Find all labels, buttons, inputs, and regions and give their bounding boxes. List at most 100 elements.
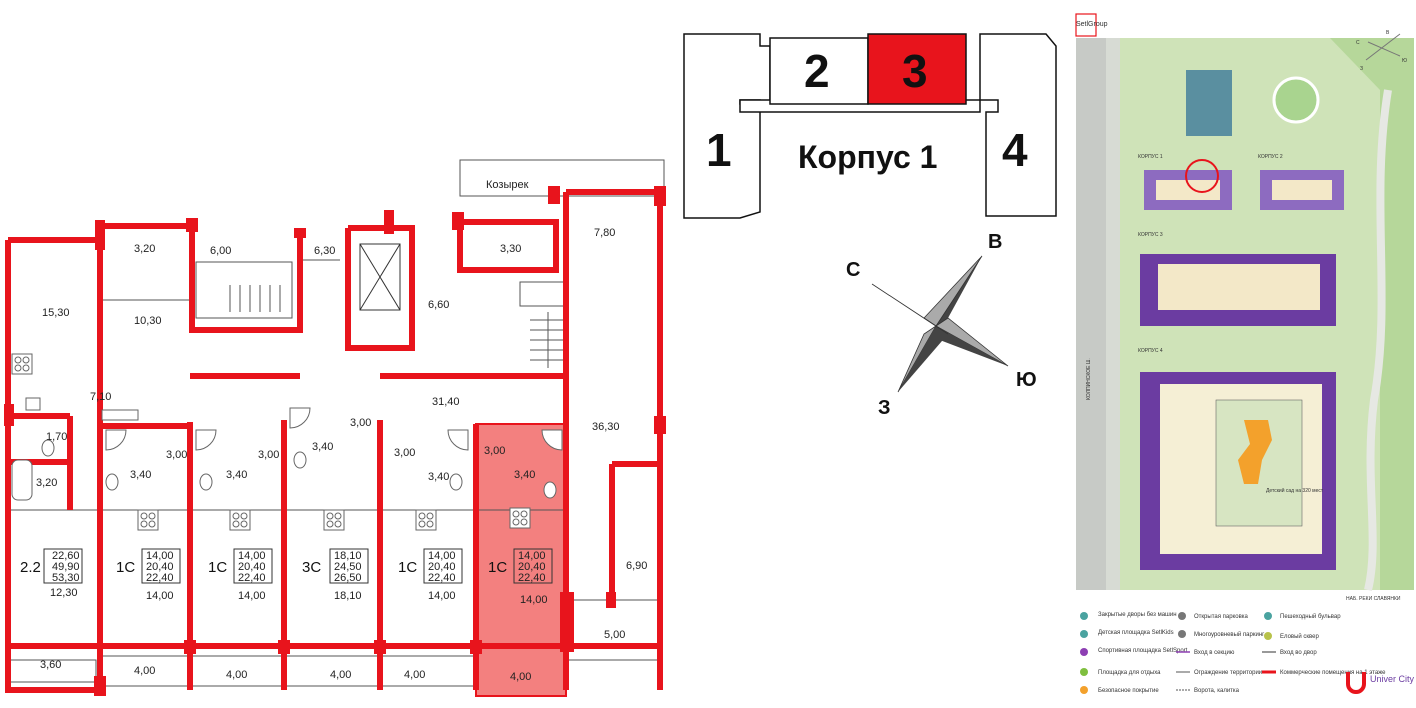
legend-item: Ограждение территории — [1194, 670, 1262, 676]
room-area: 3,20 — [134, 243, 155, 255]
mini-compass: С В Ю З — [1356, 30, 1407, 72]
room-area: 14,00 — [238, 590, 266, 602]
section-3-selected[interactable] — [867, 33, 967, 105]
room-area: 14,00 — [520, 594, 548, 606]
room-area: 6,30 — [314, 245, 335, 257]
kindergarten-label: Детский сад на 320 мест — [1266, 487, 1324, 494]
hall-area: 3,00 — [484, 445, 505, 457]
unit-area-total: 49,90 — [52, 561, 80, 573]
balcony-area: 4,00 — [404, 669, 425, 681]
bath-area: 3,40 — [428, 471, 449, 483]
legend-item: Площадка для отдыха — [1098, 670, 1161, 676]
site-plan: SetlGroup КОРПУС 1 КОРПУС 2 КОРПУС 3 КОР… — [1075, 13, 1414, 602]
street-label: КОЛПИНСКОЕ Ш. — [1086, 358, 1092, 400]
legend-item: Ворота, калитка — [1194, 688, 1240, 694]
bath-area: 3,40 — [130, 469, 151, 481]
korpus-label: КОРПУС 3 — [1138, 232, 1163, 238]
unit-area-with-balcony: 53,30 — [52, 572, 80, 584]
bath-area: 3,40 — [514, 469, 535, 481]
unit-type: 1С — [488, 559, 507, 576]
korpus-label: КОРПУС 4 — [1138, 348, 1163, 354]
room-area: 6,00 — [210, 245, 231, 257]
room-area: 3,60 — [40, 659, 61, 671]
mini-compass-east: В — [1386, 30, 1390, 36]
unit-area-with-balcony: 26,50 — [334, 572, 362, 584]
unit-area-total: 20,40 — [518, 561, 546, 573]
compass-north: С — [846, 259, 860, 281]
unit-area-total: 20,40 — [428, 561, 456, 573]
section-number: 4 — [1002, 124, 1028, 176]
room-area: 1,70 — [46, 431, 67, 443]
room-area: 12,30 — [50, 587, 78, 599]
hall-area: 3,00 — [394, 447, 415, 459]
legend-item: Пешеходный бульвар — [1280, 613, 1341, 620]
room-area: 14,00 — [146, 590, 174, 602]
section-number: 2 — [804, 45, 830, 97]
compass-west: З — [878, 397, 891, 419]
legend-item: Детская площадка SetlKids — [1098, 630, 1174, 636]
unit-area-living: 14,00 — [428, 550, 456, 562]
bath-area: 3,40 — [312, 441, 333, 453]
section-number: 1 — [706, 124, 732, 176]
unit-area-with-balcony: 22,40 — [238, 572, 266, 584]
section-2[interactable] — [769, 37, 869, 105]
room-area: 14,00 — [428, 590, 456, 602]
unit-area-with-balcony: 22,40 — [428, 572, 456, 584]
room-area: 3,30 — [500, 243, 521, 255]
legend-item: Спортивная площадка SetlSport — [1098, 648, 1188, 654]
unit-area-with-balcony: 22,40 — [146, 572, 174, 584]
room-area: 6,60 — [428, 299, 449, 311]
room-area: 6,90 — [626, 560, 647, 572]
legend-item: Безопасное покрытие — [1098, 688, 1159, 694]
legend-item: Вход во двор — [1280, 650, 1317, 656]
unit-type: 1С — [116, 559, 135, 576]
canopy-label: Козырек — [486, 179, 529, 191]
compass-south: Ю — [1016, 369, 1037, 391]
balcony-area: 4,00 — [330, 669, 351, 681]
unit-area-living: 22,60 — [52, 550, 80, 562]
korpus-label: КОРПУС 1 — [1138, 154, 1163, 160]
mini-compass-north: С — [1356, 40, 1360, 46]
section-number: 3 — [902, 45, 928, 97]
apartment-unit-selected[interactable]: 3,00 3,40 1С 14,00 20,40 22,40 14,00 4,0… — [484, 445, 553, 683]
floor-plan: Козырек 3,20 6,00 6,30 3,30 7,80 15,30 1… — [4, 159, 666, 697]
unit-area-living: 18,10 — [334, 550, 362, 562]
apartment-unit[interactable]: 2.2 22,60 49,90 53,30 — [20, 548, 83, 584]
legend-item: Многоуровневый паркинг — [1194, 631, 1265, 638]
room-area: 10,30 — [134, 315, 162, 327]
room-area: 3,20 — [36, 477, 57, 489]
unit-area-total: 20,40 — [146, 561, 174, 573]
legend-item: Еловый сквер — [1280, 633, 1320, 640]
hall-area: 3,00 — [350, 417, 371, 429]
apartment-unit[interactable]: 3,00 3,40 1С 14,00 20,40 22,40 14,00 4,0… — [208, 449, 279, 681]
site-legend: Закрытые дворы без машин Детская площадк… — [1080, 612, 1386, 694]
korpus-title: Корпус 1 — [798, 139, 937, 175]
legend-item: Открытая парковка — [1194, 614, 1249, 620]
apartment-unit[interactable]: 3,00 3,40 1С 14,00 20,40 22,40 14,00 4,0… — [394, 447, 463, 681]
unit-area-total: 20,40 — [238, 561, 266, 573]
legend-item: Коммерческие помещения на 1 этаже — [1280, 670, 1386, 676]
room-area: 7,80 — [594, 227, 615, 239]
korpus-label: КОРПУС 2 — [1258, 154, 1283, 160]
bath-area: 3,40 — [226, 469, 247, 481]
embankment-label: НАБ. РЕКИ СЛАВЯНКИ — [1346, 596, 1401, 602]
room-area: 36,30 — [592, 421, 620, 433]
logo-text: Univer City — [1370, 674, 1415, 684]
room-area: 31,40 — [432, 396, 460, 408]
legend-item: Вход в секцию — [1194, 650, 1235, 656]
room-area: 7,10 — [90, 391, 111, 403]
apartment-unit[interactable]: 3,00 3,40 3С 18,10 24,50 26,50 18,10 4,0… — [302, 417, 371, 681]
room-area: 18,10 — [334, 590, 362, 602]
univer-city-logo: Univer City — [1346, 672, 1415, 694]
compass-east: В — [988, 231, 1002, 253]
unit-area-living: 14,00 — [146, 550, 174, 562]
building-key: 1 2 3 4 Корпус 1 — [683, 33, 1057, 219]
balcony-area: 4,00 — [510, 671, 531, 683]
balcony-area: 4,00 — [226, 669, 247, 681]
unit-type: 1С — [398, 559, 417, 576]
unit-area-total: 24,50 — [334, 561, 362, 573]
apartment-unit[interactable]: 3,00 3,40 1С 14,00 20,40 22,40 14,00 4,0… — [116, 449, 187, 677]
balcony-area: 4,00 — [134, 665, 155, 677]
unit-type: 1С — [208, 559, 227, 576]
unit-area-living: 14,00 — [518, 550, 546, 562]
